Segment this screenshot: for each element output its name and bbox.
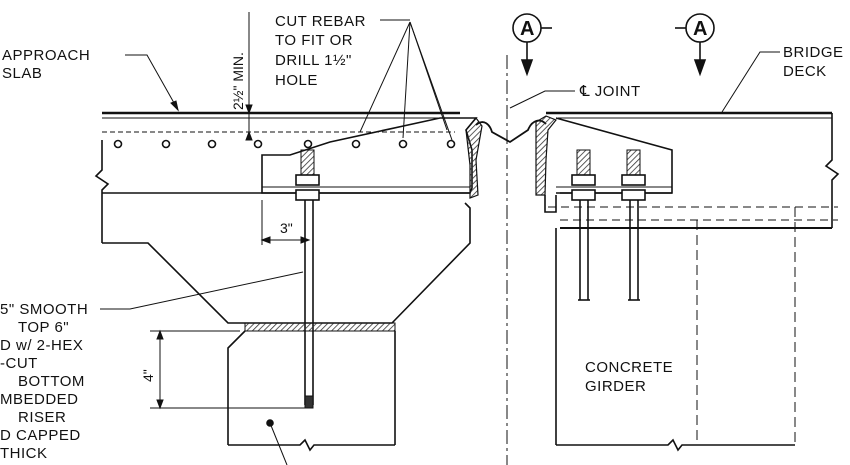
rebar-dot [398, 139, 408, 149]
section-marker-right-letter: A [693, 18, 707, 40]
rebar-dot [253, 139, 263, 149]
rebar-dot [161, 139, 171, 149]
svg-text:CONCRETE: CONCRETE [585, 359, 673, 376]
cut-rebar-label: CUT REBAR TO FIT OR DRILL 1½" HOLE [275, 13, 366, 89]
svg-text:APPROACH: APPROACH [2, 47, 90, 64]
cl-joint-label: ℄ JOINT [579, 83, 641, 100]
svg-text:BOTTOM: BOTTOM [18, 373, 85, 390]
section-marker-left [512, 13, 552, 77]
svg-text:HOLE: HOLE [275, 72, 318, 89]
concrete-girder-label: CONCRETE GIRDER [585, 359, 673, 395]
svg-text:5" SMOOTH: 5" SMOOTH [0, 301, 88, 318]
svg-text:DRILL 1½": DRILL 1½" [275, 52, 352, 69]
right-anchor-bolts [571, 149, 646, 301]
approach-slab-label: APPROACH SLAB [2, 47, 90, 82]
svg-text:BRIDGE: BRIDGE [783, 44, 844, 61]
svg-text:MBEDDED: MBEDDED [0, 391, 79, 408]
svg-text:THICK: THICK [0, 445, 48, 462]
leader-lines [100, 19, 780, 310]
dimension-3in [260, 200, 311, 245]
left-anchor-bolt [295, 149, 320, 409]
dimension-cover-label: 2½" MIN. [230, 52, 246, 110]
rebar-dot [351, 139, 361, 149]
rebar-dot [207, 139, 217, 149]
svg-text:RISER: RISER [18, 409, 66, 426]
svg-text:TOP 6": TOP 6" [18, 319, 69, 336]
dimension-4in-label: 4" [140, 369, 156, 382]
svg-text:GIRDER: GIRDER [585, 378, 646, 395]
rebar-dot [446, 139, 456, 149]
svg-text:DECK: DECK [783, 63, 827, 80]
svg-text:-CUT: -CUT [0, 355, 38, 372]
right-armor-angle [535, 115, 673, 213]
svg-text:SLAB: SLAB [2, 65, 42, 82]
dimension-4in [150, 329, 305, 410]
riser-block [227, 322, 396, 465]
approach-slab [94, 111, 471, 324]
svg-text:D CAPPED: D CAPPED [0, 427, 81, 444]
section-marker-left-letter: A [520, 18, 534, 40]
svg-text:D w/ 2-HEX: D w/ 2-HEX [0, 337, 83, 354]
left-armor-angle [261, 117, 483, 199]
svg-text:TO FIT OR: TO FIT OR [275, 32, 353, 49]
section-marker-right [675, 13, 715, 77]
rebar-dot [113, 139, 123, 149]
dimension-cover [245, 12, 253, 141]
bridge-deck-label: BRIDGE DECK [783, 44, 844, 80]
svg-text:CUT REBAR: CUT REBAR [275, 13, 366, 30]
concrete-girder [555, 207, 796, 452]
dimension-3in-label: 3" [280, 220, 293, 236]
rebar-dot [303, 139, 313, 149]
bolt-note-label: 5" SMOOTH TOP 6" D w/ 2-HEX -CUT BOTTOM … [0, 301, 88, 462]
